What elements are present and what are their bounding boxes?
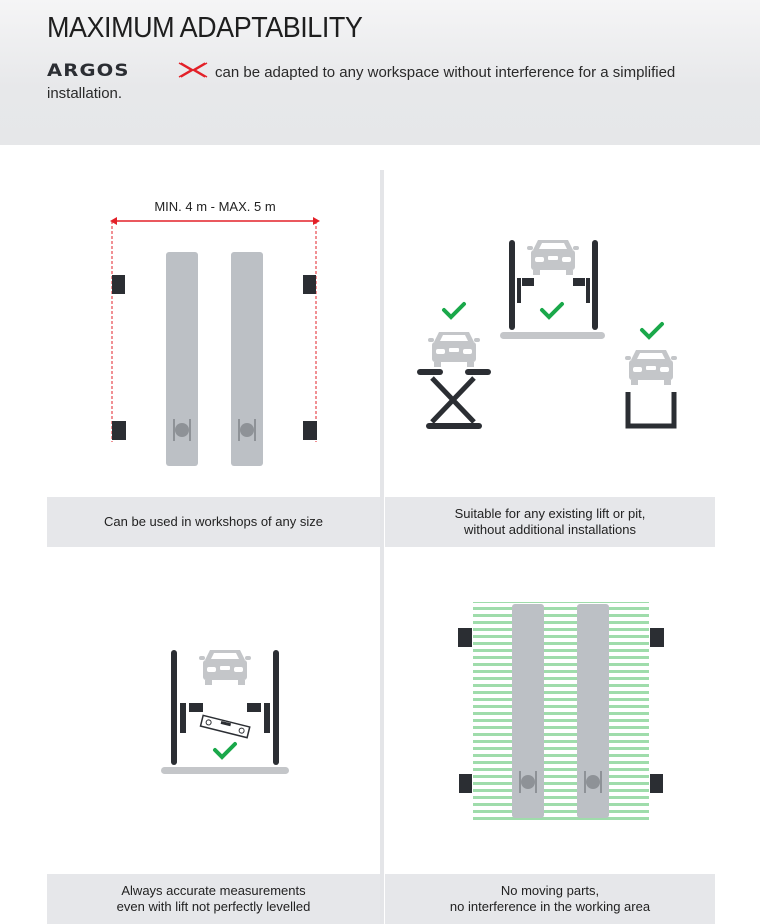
any-lift-illustration bbox=[417, 240, 677, 429]
dimension-label: MIN. 4 m - MAX. 5 m bbox=[154, 199, 276, 214]
header-banner: MAXIMUM ADAPTABILITY ARGOS can be adapte… bbox=[0, 0, 760, 145]
caption-workshop-size: Can be used in workshops of any size bbox=[47, 497, 380, 547]
no-moving-parts-illustration bbox=[458, 602, 664, 820]
page-title: MAXIMUM ADAPTABILITY bbox=[47, 12, 363, 44]
spirit-level-icon bbox=[199, 714, 251, 739]
vertical-divider bbox=[380, 170, 384, 924]
intro-paragraph: ARGOS can be adapted to any workspace wi… bbox=[47, 61, 737, 104]
argos-x-logo: ARGOS bbox=[47, 61, 208, 79]
caption-no-moving-parts: No moving parts, no interference in the … bbox=[385, 874, 715, 924]
accurate-illustration bbox=[161, 650, 289, 774]
intro-text: can be adapted to any workspace without … bbox=[47, 64, 676, 102]
caption-any-lift: Suitable for any existing lift or pit, w… bbox=[385, 497, 715, 547]
working-area-hatch bbox=[473, 602, 649, 820]
workshop-size-illustration bbox=[110, 217, 320, 466]
svg-text:ARGOS: ARGOS bbox=[47, 61, 130, 79]
caption-accurate: Always accurate measurements even with l… bbox=[47, 874, 380, 924]
dimension-arrow-icon bbox=[110, 217, 320, 442]
